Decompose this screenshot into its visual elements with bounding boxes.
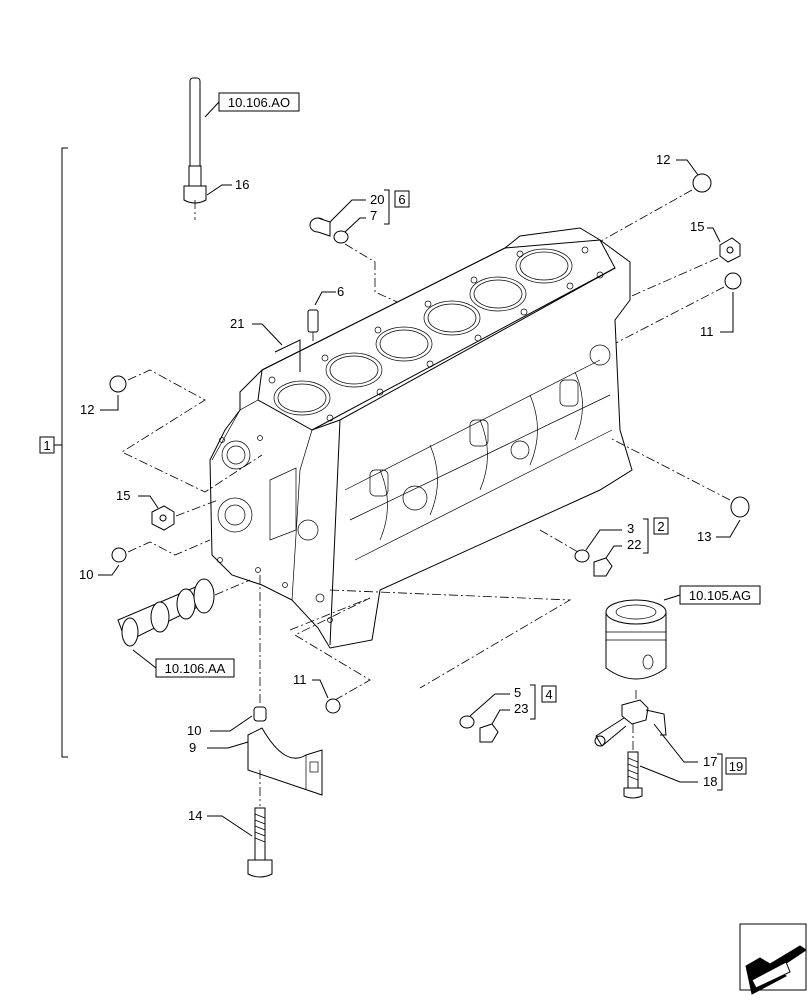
plug-12-left: 12 — [80, 375, 127, 417]
plug-15-right: 15 — [690, 219, 741, 263]
callout-label-10-bottom: 10 — [187, 723, 201, 738]
bolt-14: 14 — [188, 807, 273, 878]
piston — [605, 599, 667, 702]
group-label-4: 4 — [545, 687, 552, 702]
callout-label-12-top: 12 — [656, 152, 670, 167]
bearing-cap-9: 9 — [189, 727, 323, 796]
callout-21: 21 — [230, 316, 283, 346]
callout-label-20: 20 — [370, 192, 384, 207]
callout-label-13: 13 — [697, 529, 711, 544]
arrow-corner-icon[interactable] — [739, 923, 807, 995]
plug-13: 13 — [697, 496, 750, 544]
top-pin — [183, 77, 207, 220]
ref-label-piston: 10.105.AG — [689, 588, 751, 603]
camshaft — [117, 578, 215, 647]
group-label-19: 19 — [729, 759, 743, 774]
plug-23: 5 23 4 — [459, 684, 557, 743]
plug-12-top: 12 — [656, 152, 712, 193]
callout-label-10-left: 10 — [79, 567, 93, 582]
callout-label-21: 21 — [230, 316, 244, 331]
plug-20 — [309, 217, 349, 244]
callout-label-11-right: 11 — [700, 324, 714, 339]
engine-block — [209, 227, 633, 649]
callout-label-3: 3 — [627, 521, 634, 536]
group-label-6: 6 — [398, 192, 405, 207]
callout-label-11-mid: 11 — [293, 672, 307, 687]
callout-label-15-right: 15 — [690, 219, 704, 234]
callout-label-18: 18 — [703, 774, 717, 789]
ref-box-piston[interactable]: 10.105.AG — [663, 585, 761, 605]
plug-11-right: 11 — [700, 272, 742, 339]
callout-16: 16 — [206, 177, 249, 196]
callout-label-6: 6 — [337, 284, 344, 299]
plug-15-left: 15 — [116, 488, 175, 531]
callout-label-15-left: 15 — [116, 488, 130, 503]
plug-11-mid: 11 — [293, 672, 341, 714]
callout-label-23: 23 — [514, 701, 528, 716]
callout-label-9: 9 — [189, 740, 196, 755]
callout-label-22: 22 — [627, 537, 641, 552]
plug-10-left: 10 — [79, 547, 127, 582]
callout-20-7: 20 7 6 — [329, 189, 410, 233]
ref-label-camshaft: 10.106.AA — [165, 661, 226, 676]
callout-17-18: 17 18 19 — [639, 723, 747, 791]
callout-label-14: 14 — [188, 808, 202, 823]
callout-label-12-left: 12 — [80, 402, 94, 417]
bolt-18-jet — [623, 724, 643, 799]
ref-box-camshaft[interactable]: 10.106.AA — [132, 649, 235, 678]
callout-label-16: 16 — [235, 177, 249, 192]
dowel-10-bottom: 10 — [187, 706, 267, 738]
callout-label-5: 5 — [514, 685, 521, 700]
oil-jet-17 — [594, 699, 667, 747]
group-label-1: 1 — [43, 438, 50, 453]
callout-label-17: 17 — [703, 754, 717, 769]
plug-22: 3 22 2 — [574, 517, 669, 577]
ref-box-top-pin[interactable]: 10.106.AO — [204, 92, 300, 118]
group-bracket-1: 1 — [39, 147, 68, 758]
group-label-2: 2 — [657, 519, 664, 534]
callout-label-7: 7 — [370, 208, 377, 223]
ref-label-top-pin: 10.106.AO — [228, 95, 290, 110]
